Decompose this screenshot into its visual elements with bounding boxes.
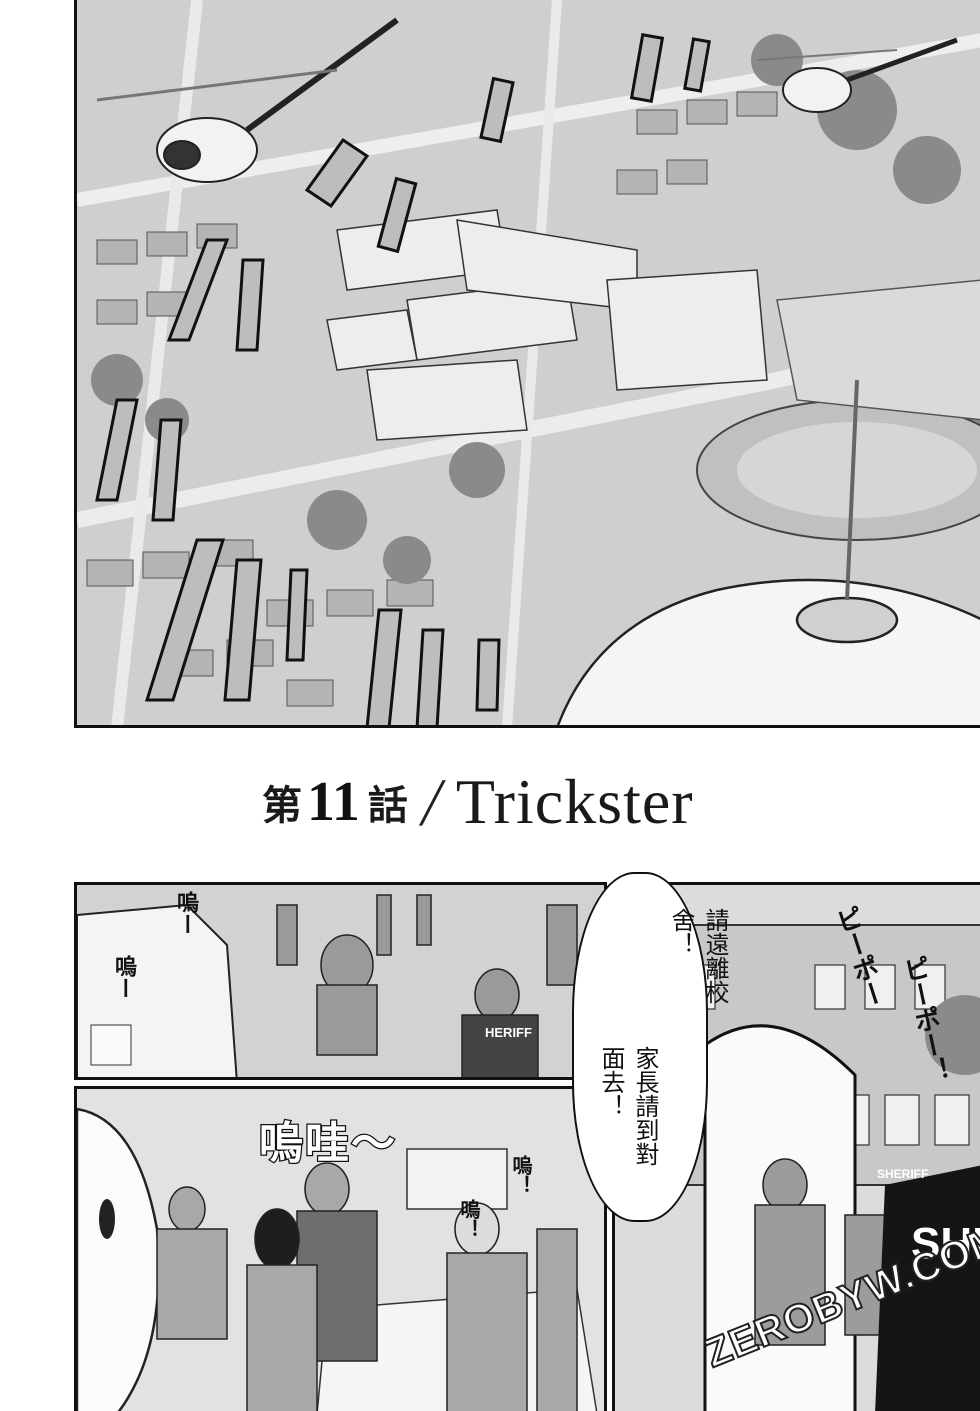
parking-lot-illustration [77, 885, 604, 1077]
parking-lot-panel: 嗚ー 嗚ー HERIFF [74, 882, 607, 1080]
sheriff-patch: HERIFF [485, 1025, 532, 1040]
chapter-label: 第 [262, 782, 303, 829]
chapter-suffix: 話 [367, 782, 409, 829]
helicopter-left [96, 17, 399, 183]
siren-sfx-2: 嗚ー [111, 955, 136, 999]
siren-sfx-1: 嗚ー [173, 891, 198, 935]
families-illustration [77, 1089, 604, 1411]
chapter-subtitle: Trickster [455, 766, 694, 837]
families-panel: 嗚哇〜 嗚！ 嗚！ [74, 1086, 607, 1411]
speech-bubble-warning [572, 872, 708, 1222]
vest-text: SHE [911, 1219, 980, 1268]
vest-patch: SHERIFF [877, 1167, 929, 1181]
speech-warning-a: 請遠離校舍！ [667, 908, 729, 1004]
chapter-number: 11 [307, 771, 360, 833]
cry-sfx-small-2: 嗚！ [457, 1199, 481, 1239]
helicopter-right [756, 37, 958, 113]
speech-warning-b: 家長請到對面去！ [597, 1046, 659, 1166]
helicopter-foreground [556, 379, 980, 725]
aerial-panel [74, 0, 980, 728]
aerial-town-illustration [77, 0, 980, 725]
cry-sfx-small-1: 嗚！ [509, 1155, 533, 1195]
cry-sfx-big: 嗚哇〜 [258, 1117, 397, 1171]
chapter-slash: / [416, 763, 449, 840]
